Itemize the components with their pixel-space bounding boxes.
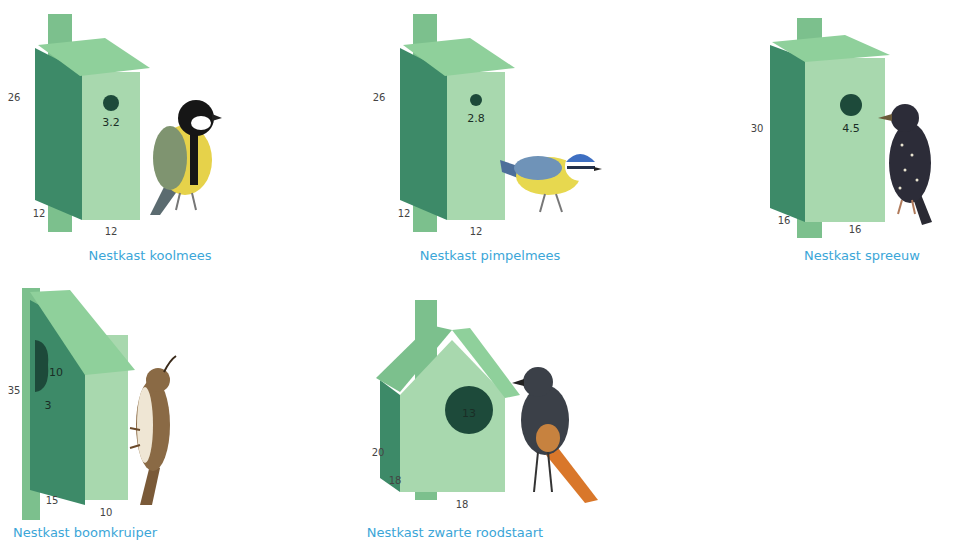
bird-pimpelmees-part bbox=[540, 194, 545, 212]
bird-zwarte-roodstaart-part bbox=[548, 452, 552, 492]
bird-pimpelmees bbox=[500, 151, 602, 212]
bird-koolmees-part bbox=[212, 114, 222, 121]
hole-diameter: 3.2 bbox=[102, 116, 120, 129]
birdhouse-part bbox=[805, 58, 885, 222]
bird-spreeuw-part bbox=[891, 104, 919, 132]
birdhouse bbox=[35, 14, 150, 232]
birdhouse-caption: Nestkast zwarte roodstaart bbox=[367, 525, 543, 540]
bird-boomkruiper-part bbox=[140, 465, 160, 505]
birdhouse-part bbox=[470, 94, 482, 106]
bird-spreeuw-part bbox=[912, 200, 915, 214]
birdhouse-part bbox=[445, 386, 493, 434]
hole-diameter: 2.8 bbox=[467, 112, 485, 125]
bird-boomkruiper-part bbox=[164, 356, 176, 372]
slot-width: 3 bbox=[45, 399, 52, 412]
dimension-label: 12 bbox=[398, 208, 411, 219]
birdhouse-part bbox=[376, 325, 452, 392]
bird-zwarte-roodstaart bbox=[512, 367, 598, 503]
birdhouse-caption: Nestkast boomkruiper bbox=[13, 525, 157, 540]
dimension-label: 16 bbox=[778, 215, 791, 226]
birdhouse-front: 4.5 bbox=[805, 58, 885, 222]
dimension-label: 12 bbox=[33, 208, 46, 219]
bird-boomkruiper-part bbox=[136, 379, 170, 471]
bird-koolmees-part bbox=[190, 130, 198, 185]
bird-spreeuw bbox=[878, 104, 932, 225]
bird-koolmees-part bbox=[192, 193, 196, 210]
hole-diameter: 13 bbox=[462, 407, 476, 420]
bird-spreeuw-part bbox=[901, 144, 904, 147]
dimension-label: 26 bbox=[373, 92, 386, 103]
bird-zwarte-roodstaart-part bbox=[534, 452, 538, 492]
birdhouse bbox=[22, 288, 135, 520]
birdhouse-part bbox=[35, 340, 48, 392]
bird-pimpelmees-part bbox=[594, 167, 602, 171]
bird-spreeuw-part bbox=[889, 123, 931, 203]
birdhouse-part bbox=[770, 45, 805, 222]
bird-koolmees-part bbox=[153, 126, 187, 190]
bird-spreeuw-part bbox=[911, 154, 914, 157]
birdhouse-part bbox=[38, 38, 150, 76]
bird-pimpelmees-part bbox=[565, 151, 595, 181]
birdhouse-part bbox=[403, 38, 515, 76]
bird-koolmees-part bbox=[178, 100, 214, 136]
bird-koolmees-part bbox=[176, 193, 180, 210]
slot-height: 10 bbox=[49, 366, 63, 379]
bird-zwarte-roodstaart-part bbox=[512, 379, 524, 386]
bird-zwarte-roodstaart-part bbox=[536, 424, 560, 452]
dimension-label: 30 bbox=[751, 123, 764, 134]
dimension-label: 20 bbox=[372, 447, 385, 458]
bird-boomkruiper-part bbox=[137, 387, 153, 463]
birdhouse-part bbox=[840, 94, 862, 116]
bird-spreeuw-part bbox=[878, 114, 892, 121]
dimension-label: 18 bbox=[456, 499, 469, 510]
bird-zwarte-roodstaart-part bbox=[521, 385, 569, 455]
bird-pimpelmees-part bbox=[514, 156, 562, 180]
birdhouse-part bbox=[103, 95, 119, 111]
dimension-label: 12 bbox=[105, 226, 118, 237]
bird-boomkruiper bbox=[130, 356, 176, 505]
birdhouse-part bbox=[447, 72, 505, 220]
dimension-label: 15 bbox=[46, 495, 59, 506]
bird-pimpelmees-part bbox=[556, 194, 562, 212]
birdhouse-part bbox=[35, 48, 82, 220]
bird-spreeuw-part bbox=[916, 179, 919, 182]
birdhouse-caption: Nestkast spreeuw bbox=[804, 248, 920, 263]
birdhouse bbox=[400, 14, 515, 232]
birdhouse-caption: Nestkast koolmees bbox=[89, 248, 212, 263]
dimension-label: 16 bbox=[849, 224, 862, 235]
dimension-label: 26 bbox=[8, 92, 21, 103]
bird-koolmees-part bbox=[191, 116, 211, 130]
bird-boomkruiper-part bbox=[130, 428, 140, 430]
birdhouse-caption: Nestkast pimpelmees bbox=[420, 248, 561, 263]
bird-spreeuw-part bbox=[898, 200, 902, 214]
dimension-label: 18 bbox=[389, 475, 402, 486]
bird-zwarte-roodstaart-part bbox=[523, 367, 553, 397]
bird-pimpelmees-part bbox=[566, 154, 595, 162]
birdhouse-front: 13 bbox=[400, 325, 505, 495]
birdhouse-part bbox=[772, 35, 890, 62]
birdhouse-front: 2.8 bbox=[447, 72, 505, 220]
birdhouse-part bbox=[82, 72, 140, 220]
dimension-label: 10 bbox=[100, 507, 113, 518]
dimension-label: 12 bbox=[470, 226, 483, 237]
birdhouse bbox=[770, 18, 890, 238]
dimension-label: 35 bbox=[8, 385, 21, 396]
birdhouse-front: 3.2 bbox=[82, 72, 140, 220]
birdhouse bbox=[376, 300, 520, 500]
hole-diameter: 4.5 bbox=[842, 122, 860, 135]
bird-spreeuw-part bbox=[904, 169, 907, 172]
bird-spreeuw-part bbox=[899, 187, 902, 190]
birdhouse-part bbox=[400, 48, 447, 220]
bird-boomkruiper-part bbox=[146, 368, 170, 392]
bird-koolmees bbox=[150, 100, 222, 215]
bird-pimpelmees-part bbox=[567, 166, 595, 169]
birdhouse-front: 10 3 bbox=[30, 300, 85, 505]
bird-boomkruiper-part bbox=[130, 445, 140, 448]
